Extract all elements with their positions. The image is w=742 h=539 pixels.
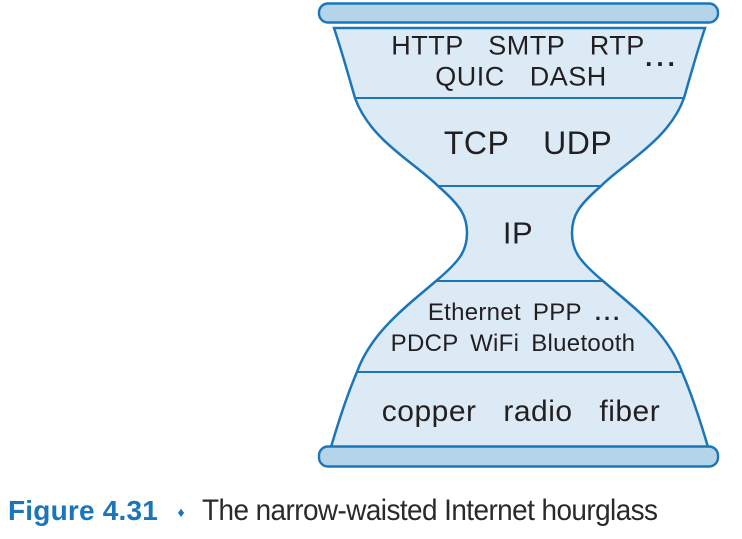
hourglass-bottom-cap: [317, 445, 720, 468]
hourglass-top-cap: [317, 2, 720, 24]
diamond-separator-icon: ♦: [177, 504, 185, 520]
figure-caption: Figure 4.31 ♦ The narrow-waisted Interne…: [8, 494, 742, 528]
physical-layer-label: copper radio fiber: [381, 395, 661, 428]
transport-layer-label: TCP UDP: [443, 125, 613, 161]
application-layer-line2: QUIC DASH: [435, 61, 607, 92]
application-layer-ellipsis: ...: [645, 42, 679, 72]
application-layer-line1: HTTP SMTP RTP: [391, 30, 645, 61]
hourglass-diagram: [317, 2, 720, 468]
link-layer-ellipsis: ...: [594, 300, 623, 325]
figure-caption-text: The narrow-waisted Internet hourglass: [202, 494, 658, 527]
link-layer-line1-text: Ethernet PPP: [427, 299, 582, 326]
link-layer-line2: PDCP WiFi Bluetooth: [390, 330, 636, 357]
link-layer-line1: Ethernet PPP...: [428, 301, 622, 325]
network-layer-label: IP: [502, 215, 534, 251]
figure-number-label: Figure 4.31: [8, 495, 159, 526]
